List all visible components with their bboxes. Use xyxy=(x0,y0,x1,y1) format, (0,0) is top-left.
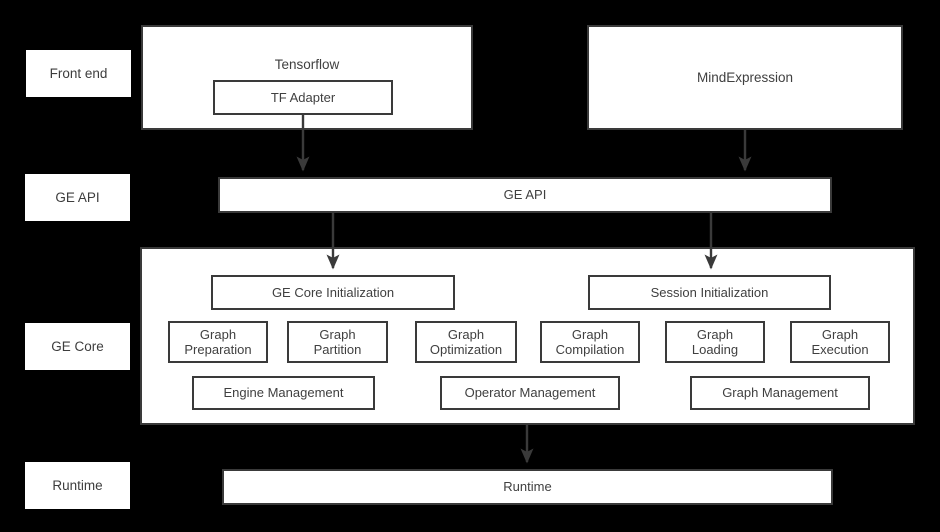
graph-partition-box[interactable]: Graph Partition xyxy=(287,321,388,363)
runtime-bar[interactable]: Runtime xyxy=(222,469,833,505)
session-initialization-box[interactable]: Session Initialization xyxy=(588,275,831,310)
ge-api-bar[interactable]: GE API xyxy=(218,177,832,213)
graph-compilation-box[interactable]: Graph Compilation xyxy=(540,321,640,363)
mindexpression-panel[interactable]: MindExpression xyxy=(587,25,903,130)
graph-loading-box[interactable]: Graph Loading xyxy=(665,321,765,363)
graph-execution-box[interactable]: Graph Execution xyxy=(790,321,890,363)
graph-management-box[interactable]: Graph Management xyxy=(690,376,870,410)
operator-management-box[interactable]: Operator Management xyxy=(440,376,620,410)
lane-label-ge-core: GE Core xyxy=(25,323,130,370)
ge-core-initialization-box[interactable]: GE Core Initialization xyxy=(211,275,455,310)
lane-label-front-end: Front end xyxy=(26,50,131,97)
lane-label-runtime: Runtime xyxy=(25,462,130,509)
graph-optimization-box[interactable]: Graph Optimization xyxy=(415,321,517,363)
graph-preparation-box[interactable]: Graph Preparation xyxy=(168,321,268,363)
tensorflow-panel-title: Tensorflow xyxy=(274,57,340,72)
lane-label-ge-api: GE API xyxy=(25,174,130,221)
engine-management-box[interactable]: Engine Management xyxy=(192,376,375,410)
